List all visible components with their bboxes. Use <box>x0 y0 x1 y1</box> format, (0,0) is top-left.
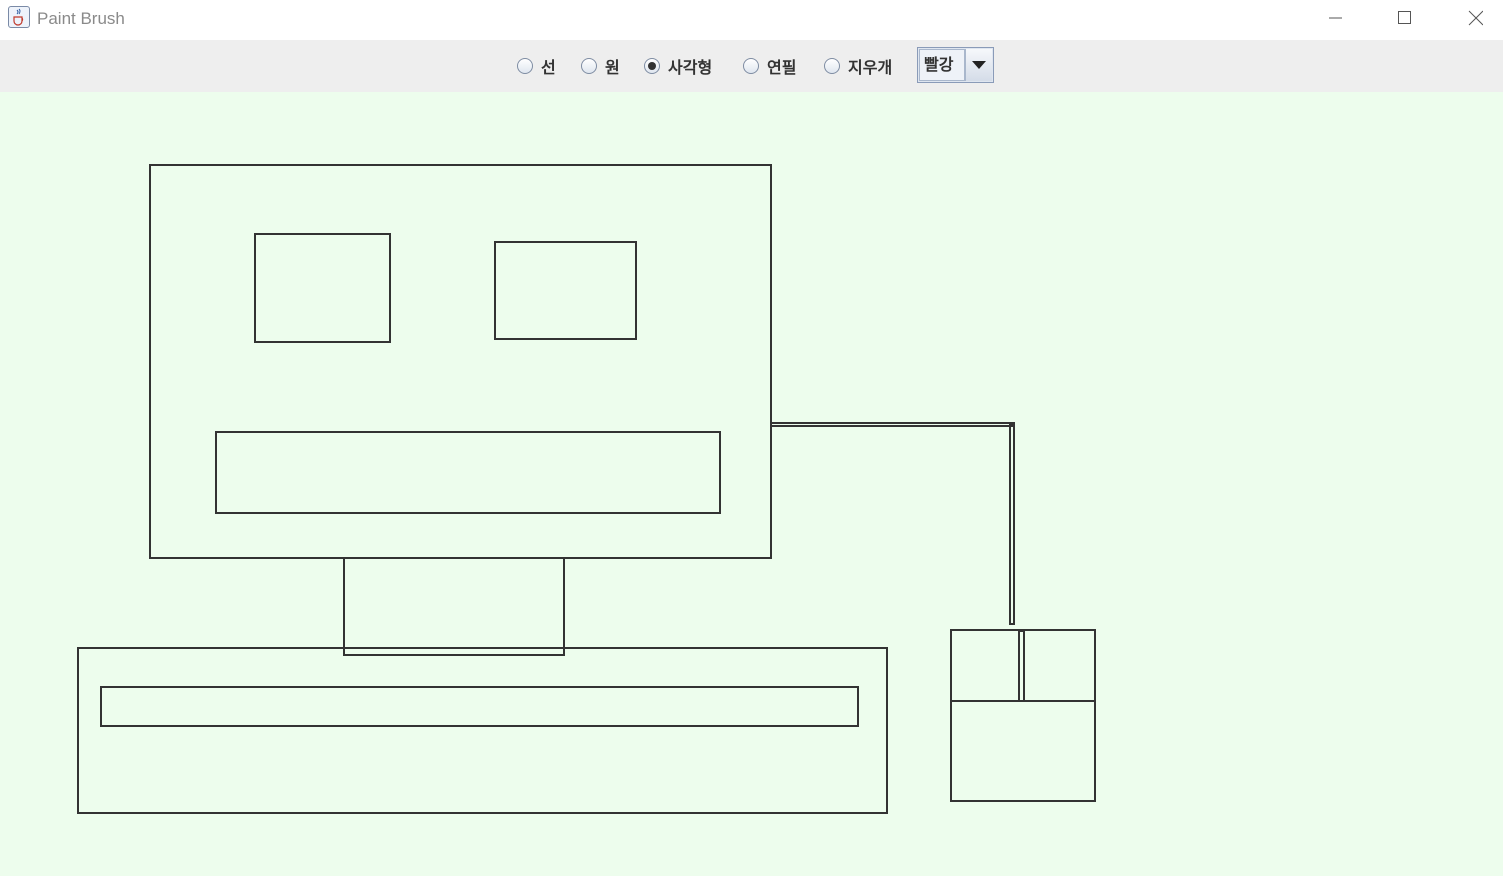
drawn-rectangle <box>215 431 721 514</box>
maximize-button[interactable] <box>1382 0 1428 36</box>
drawn-rectangle <box>77 647 888 814</box>
tool-radio-eraser[interactable]: 지우개 <box>824 56 893 77</box>
tool-label: 사각형 <box>668 58 713 77</box>
tool-label: 연필 <box>767 58 797 77</box>
tool-label: 지우개 <box>848 58 893 77</box>
drawn-rectangle <box>1009 423 1015 625</box>
drawing-surface[interactable] <box>0 92 1503 876</box>
drawn-rectangle <box>254 233 391 343</box>
tool-label: 원 <box>605 58 620 77</box>
radio-button[interactable] <box>581 58 597 74</box>
title-bar: Paint Brush <box>0 0 1503 40</box>
color-select-value[interactable]: 빨강 <box>919 49 965 81</box>
color-select-dropdown-button[interactable] <box>965 49 992 81</box>
tool-radio-rectangle[interactable]: 사각형 <box>644 56 713 77</box>
maximize-icon <box>1398 11 1411 24</box>
close-icon <box>1468 10 1483 26</box>
drawn-rectangle <box>100 686 859 727</box>
window-title: Paint Brush <box>37 9 125 28</box>
radio-button[interactable] <box>743 58 759 74</box>
drawn-rectangle <box>494 241 637 340</box>
radio-button-selected[interactable] <box>644 58 660 74</box>
toolbar: 선 원 사각형 연필 지우개 <box>0 40 1503 92</box>
tool-radio-circle[interactable]: 원 <box>581 56 620 77</box>
tool-radio-pencil[interactable]: 연필 <box>743 56 797 77</box>
tool-label: 선 <box>541 58 556 77</box>
drawn-rectangle <box>770 422 1015 427</box>
color-select[interactable]: 빨강 <box>917 47 994 83</box>
drawn-rectangle <box>343 557 565 656</box>
chevron-down-icon <box>972 61 986 69</box>
java-cup-icon <box>8 6 30 28</box>
radio-button[interactable] <box>824 58 840 74</box>
radio-button[interactable] <box>517 58 533 74</box>
tool-radio-line[interactable]: 선 <box>517 56 556 77</box>
drawing-canvas[interactable] <box>0 92 1503 876</box>
drawn-rectangle <box>1018 630 1025 702</box>
drawn-rectangle <box>149 164 772 559</box>
minimize-icon <box>1329 17 1342 19</box>
close-button[interactable] <box>1453 0 1499 36</box>
minimize-button[interactable] <box>1313 0 1359 36</box>
